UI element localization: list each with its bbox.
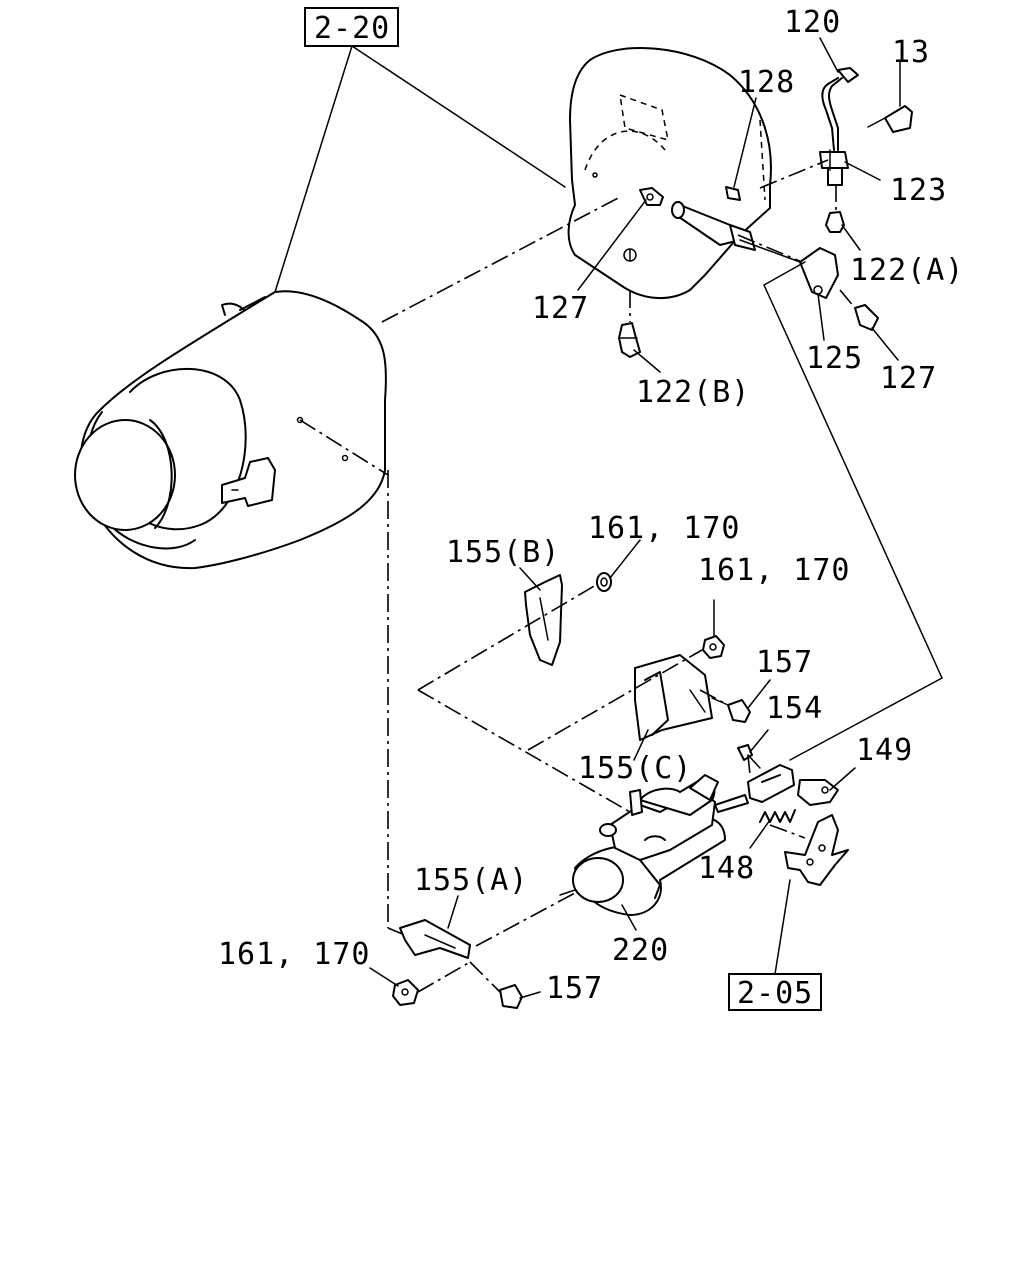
part-161-170-nut-bottom (392, 979, 419, 1006)
assembly-lines-bottom (417, 584, 751, 993)
callout-122b: 122(B) (636, 375, 750, 410)
callout-161-170-top: 161, 170 (588, 511, 741, 546)
part-161-170-washer-top (596, 572, 612, 592)
part-155c-bracket (634, 654, 713, 741)
callout-161-170-mid: 161, 170 (698, 553, 851, 588)
callout-13: 13 (892, 35, 930, 70)
part-155a-bracket (399, 919, 471, 959)
reference-box-2-20[interactable]: 2-20 (304, 7, 399, 47)
callout-155a: 155(A) (414, 863, 528, 898)
callout-125: 125 (806, 341, 863, 376)
callout-148: 148 (698, 851, 755, 886)
callout-128: 128 (738, 65, 795, 100)
reference-2-20-leader-lines (274, 45, 566, 293)
part-120-pipe (821, 67, 859, 186)
part-122a-fitting (825, 211, 845, 233)
callout-155c: 155(C) (578, 751, 692, 786)
callout-123: 123 (890, 173, 947, 208)
assembly-lines-top (299, 159, 943, 936)
part-149-link-plate (797, 779, 839, 806)
callout-127-right: 127 (880, 361, 937, 396)
callout-155b: 155(B) (446, 535, 560, 570)
part-13-bolt (867, 105, 913, 133)
reference-box-2-05[interactable]: 2-05 (728, 973, 822, 1011)
part-161-170-nut-mid (702, 635, 725, 659)
callout-leader-lines (369, 37, 901, 999)
shift-shaft (671, 201, 801, 263)
callout-labels: 120 13 128 123 122(A) 127 125 127 122(B)… (218, 5, 964, 1006)
part-220-cylinder (559, 774, 749, 916)
callout-157-bottom: 157 (546, 971, 603, 1006)
callout-154: 154 (766, 691, 823, 726)
part-127-fitting-right (854, 304, 879, 331)
callout-220: 220 (612, 933, 669, 968)
callout-161-170-bottom: 161, 170 (218, 937, 371, 972)
part-157-bolt-bottom (499, 984, 523, 1009)
part-128-plug (725, 186, 741, 201)
reference-label-2-05: 2-05 (737, 976, 813, 1011)
part-122b-fitting (618, 322, 641, 358)
callout-127-left: 127 (532, 291, 589, 326)
callout-122a: 122(A) (850, 253, 964, 288)
callout-157-top: 157 (756, 645, 813, 680)
part-149-yoke (747, 764, 795, 803)
part-157-bolt-top (711, 697, 751, 723)
callout-149: 149 (856, 733, 913, 768)
part-125-lever (799, 247, 839, 299)
part-155b-bracket (524, 574, 563, 666)
callout-120: 120 (784, 5, 841, 40)
reference-2-05-leader (774, 879, 791, 975)
part-148-spring (759, 809, 806, 839)
engine-block (74, 290, 387, 570)
reference-label-2-20: 2-20 (314, 11, 390, 46)
pedal-bracket-plate (784, 814, 849, 886)
part-123-clip (819, 149, 849, 171)
